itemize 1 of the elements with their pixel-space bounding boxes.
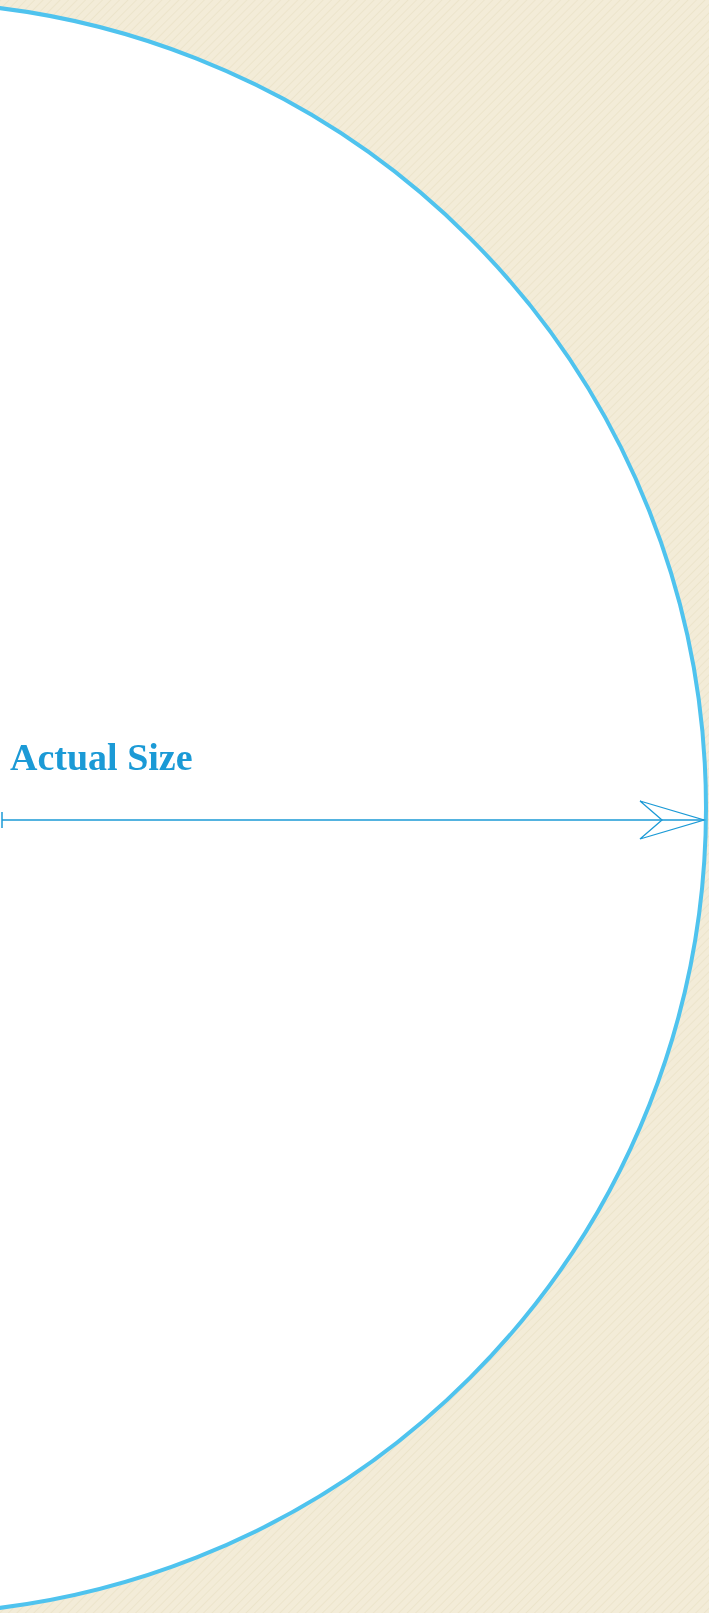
size-label: Actual Size bbox=[10, 735, 193, 779]
